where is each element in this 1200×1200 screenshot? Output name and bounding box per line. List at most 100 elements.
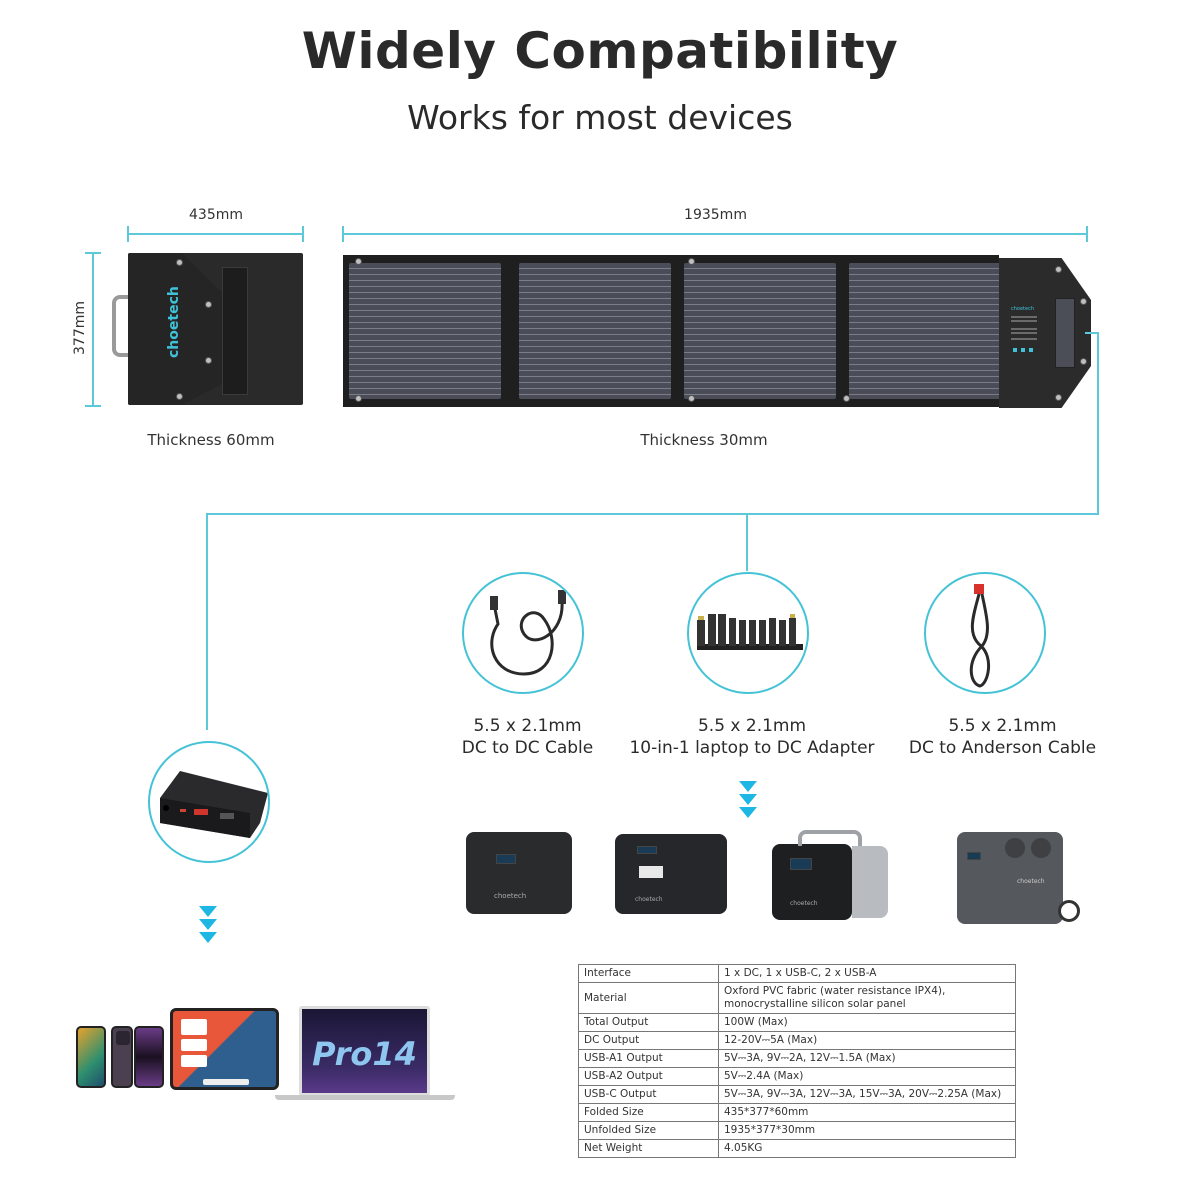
- adapter-tips-icon: [687, 572, 809, 694]
- spec-key: DC Output: [578, 1031, 719, 1050]
- label-text-line: [1011, 328, 1037, 330]
- connector-line: [1097, 332, 1099, 515]
- page-title: Widely Compatibility: [301, 22, 899, 80]
- port-icon: [1021, 348, 1025, 352]
- spec-value: 1 x DC, 1 x USB-C, 2 x USB-A: [718, 964, 1016, 983]
- grommet-icon: [688, 395, 695, 402]
- laptop-screen-icon: Pro14: [299, 1006, 430, 1096]
- dimension-cap: [85, 252, 101, 254]
- spec-value: 4.05KG: [718, 1139, 1016, 1158]
- grommet-icon: [843, 395, 850, 402]
- connector-line: [746, 513, 748, 571]
- grommet-icon: [176, 259, 183, 266]
- chevron-down-icon: [737, 781, 759, 820]
- folded-height-label: 377mm: [72, 301, 88, 355]
- grommet-icon: [1080, 358, 1087, 365]
- chevron-down-icon: [197, 906, 219, 945]
- dimension-cap: [1086, 226, 1088, 242]
- folded-width-label: 435mm: [189, 207, 243, 223]
- port-icon: [1013, 348, 1017, 352]
- connector-line: [1085, 332, 1099, 334]
- power-station-3: choetech: [772, 844, 852, 920]
- power-station-1: choetech: [466, 832, 572, 914]
- grommet-icon: [205, 357, 212, 364]
- power-bank-icon: [148, 741, 270, 863]
- station-brand: choetech: [1017, 878, 1045, 885]
- grommet-icon: [176, 393, 183, 400]
- anderson-cable-icon: [924, 572, 1046, 694]
- spec-value: 1935*377*30mm: [718, 1121, 1016, 1140]
- spec-value: 5V⎓2.4A (Max): [718, 1067, 1016, 1086]
- station-brand: choetech: [790, 900, 818, 907]
- output-pocket-window: [1055, 298, 1075, 368]
- spec-key: USB-A2 Output: [578, 1067, 719, 1086]
- spec-key: Material: [578, 982, 719, 1014]
- label-text-line: [1011, 338, 1037, 340]
- unfolded-thickness-label: Thickness 30mm: [640, 431, 768, 449]
- station-brand: choetech: [635, 896, 663, 903]
- unfolded-width-line: [343, 233, 1088, 235]
- dimension-cap: [302, 226, 304, 242]
- station-brand: choetech: [494, 892, 527, 900]
- tablet-device-icon: [170, 1008, 279, 1090]
- grommet-icon: [355, 258, 362, 265]
- grommet-icon: [1080, 298, 1087, 305]
- spec-key: Total Output: [578, 1013, 719, 1032]
- tab-brand-logo: choetech: [1011, 306, 1035, 312]
- spec-value: 435*377*60mm: [718, 1103, 1016, 1122]
- dimension-cap: [342, 226, 344, 242]
- spec-key: USB-C Output: [578, 1085, 719, 1104]
- accessory-name: 10-in-1 laptop to DC Adapter: [629, 738, 875, 758]
- wheel-icon: [1058, 900, 1080, 922]
- accessory-name: DC to DC Cable: [461, 738, 594, 758]
- connector-line: [206, 513, 1099, 515]
- label-text-line: [1011, 332, 1037, 334]
- solar-cell: [349, 263, 501, 399]
- solar-cell: [519, 263, 671, 399]
- grommet-icon: [355, 395, 362, 402]
- spec-value: 5V⎓3A, 9V⎓3A, 12V⎓3A, 15V⎓3A, 20V⎓2.25A …: [718, 1085, 1016, 1104]
- brand-logo: choetech: [166, 286, 182, 358]
- solar-cell: [849, 263, 1001, 399]
- spec-key: USB-A1 Output: [578, 1049, 719, 1068]
- grommet-icon: [688, 258, 695, 265]
- laptop-base: [275, 1095, 455, 1100]
- power-station-3-side: [852, 846, 888, 918]
- port-icon: [1029, 348, 1033, 352]
- power-station-4: choetech: [957, 832, 1063, 924]
- folded-panel-strap: [222, 267, 248, 395]
- folded-width-line: [128, 233, 304, 235]
- spec-key: Interface: [578, 964, 719, 983]
- page-subtitle: Works for most devices: [407, 98, 793, 137]
- smartphone-front-icon: [134, 1026, 164, 1088]
- accessory-label: 5.5 x 2.1mm 10-in-1 laptop to DC Adapter: [612, 715, 892, 759]
- accessory-name: DC to Anderson Cable: [908, 738, 1097, 758]
- spec-key: Net Weight: [578, 1139, 719, 1158]
- spec-value: 100W (Max): [718, 1013, 1016, 1032]
- smartphone-back-icon: [111, 1026, 133, 1088]
- dc-cable-icon: [462, 572, 584, 694]
- connector-line: [206, 513, 208, 730]
- accessory-label: 5.5 x 2.1mm DC to DC Cable: [435, 715, 620, 759]
- label-text-line: [1011, 320, 1037, 322]
- accessory-spec: 5.5 x 2.1mm: [948, 716, 1057, 736]
- carry-handle: [112, 295, 132, 357]
- grommet-icon: [205, 301, 212, 308]
- phone-device-icon: [76, 1026, 106, 1088]
- spec-key: Folded Size: [578, 1103, 719, 1122]
- solar-cell: [684, 263, 836, 399]
- dimension-cap: [85, 405, 101, 407]
- spec-key: Unfolded Size: [578, 1121, 719, 1140]
- power-station-2: choetech: [615, 834, 727, 914]
- accessory-label: 5.5 x 2.1mm DC to Anderson Cable: [895, 715, 1110, 759]
- power-station-handle: [798, 830, 862, 846]
